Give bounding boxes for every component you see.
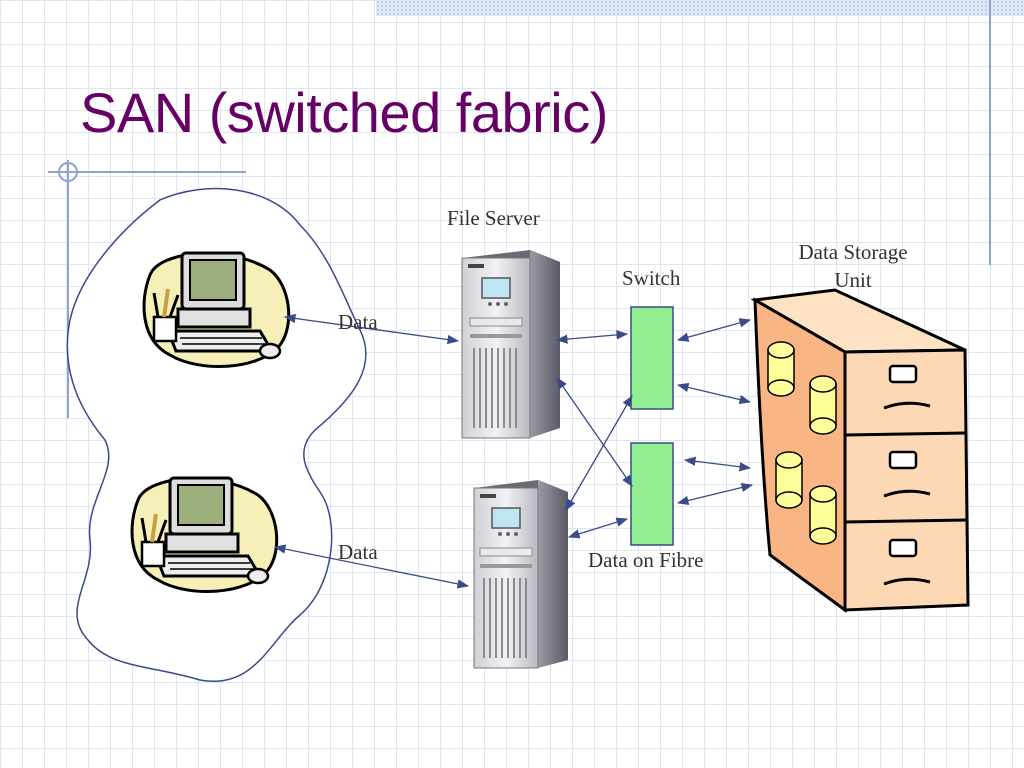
workstation-icon: [130, 476, 279, 593]
arrow-server1-switch1: [555, 330, 629, 344]
arrow-server1-switch2: [556, 377, 633, 487]
server-tower-icon: [473, 480, 568, 669]
arrow-client2-server2: [273, 544, 470, 589]
file-server-label: File Server: [447, 206, 540, 230]
switch-label: Switch: [622, 266, 681, 290]
arrow-switch2-storage-a: [683, 456, 752, 472]
page-title: SAN (switched fabric): [80, 81, 608, 144]
fibre-switch-top: [630, 306, 674, 410]
server-tower-icon: [461, 250, 560, 439]
top-decor-band: [376, 0, 1024, 16]
arrow-switch1-storage-a: [676, 318, 752, 342]
workstation-icon: [142, 251, 291, 368]
storage-label-line1: Data Storage: [798, 240, 908, 264]
arrow-switch2-storage-b: [676, 482, 754, 506]
fibre-switch-bottom: [630, 442, 674, 546]
storage-label-line2: Unit: [834, 268, 872, 292]
data-on-fibre-label: Data on Fibre: [588, 548, 704, 572]
arrow-server2-switch2: [567, 517, 629, 539]
storage-cabinet-icon: [750, 288, 970, 613]
arrow-client1-server1: [283, 313, 460, 345]
data-label-bottom: Data: [338, 540, 378, 564]
storage-label: Data Storage Unit: [782, 240, 924, 293]
arrow-server2-switch1: [565, 394, 633, 512]
data-label-top: Data: [338, 310, 378, 334]
arrow-switch1-storage-b: [676, 382, 752, 405]
